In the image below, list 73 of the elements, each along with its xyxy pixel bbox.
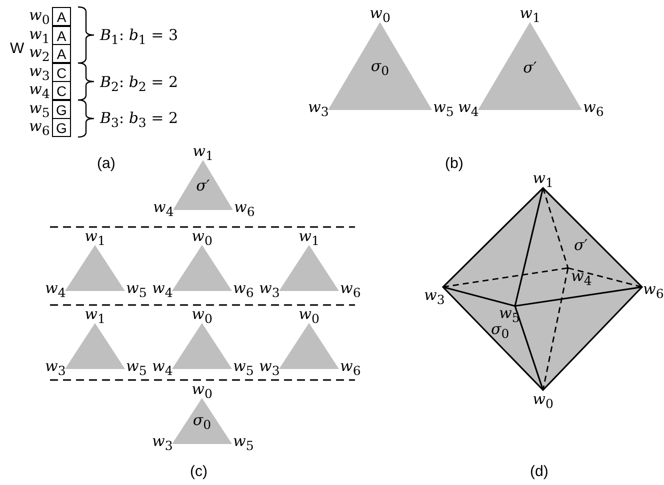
simplex-triangle: [279, 323, 339, 369]
vertex-label: w$_{4}$: [458, 100, 479, 118]
vertex-label: w$_{5}$: [433, 100, 454, 118]
vertex-label: w$_{3}$: [29, 64, 50, 82]
vertex-label: w$_{5}$: [233, 434, 254, 452]
vertex-label: w$_{5}$: [29, 101, 50, 120]
panel-caption: (a): [97, 156, 116, 171]
letter-cell: A: [52, 44, 71, 63]
vertex-label: w$_{0}$: [192, 229, 212, 248]
vertex-label: w$_{0}$: [29, 8, 50, 26]
face-label: σ′: [574, 238, 588, 253]
simplex-triangle: [173, 160, 233, 210]
vertex-label: w$_{1}$: [298, 229, 320, 248]
vertex-label: w$_{3}$: [45, 359, 66, 378]
vertex-label: w$_{0}$: [532, 392, 554, 410]
matrix-label: W: [10, 41, 24, 56]
vertex-label: w$_{1}$: [192, 144, 214, 162]
vertex-label: w$_{3}$: [308, 100, 329, 118]
simplex-triangle: [65, 245, 125, 291]
simplex-triangle: [172, 398, 232, 444]
vertex-label: w$_{6}$: [233, 281, 254, 300]
vertex-label: w$_{1}$: [84, 229, 106, 248]
vertex-label: w$_{3}$: [424, 288, 445, 306]
letter-cell: C: [52, 81, 71, 100]
vertex-label: w$_{6}$: [234, 200, 255, 218]
vertex-label: w$_{6}$: [340, 359, 361, 378]
vertex-label: w$_{0}$: [192, 307, 212, 326]
vertex-label: w$_{1}$: [520, 6, 540, 24]
vertex-label: w$_{0}$: [192, 382, 212, 400]
vertex-label: w$_{6}$: [29, 119, 50, 138]
vertex-label: w$_{1}$: [532, 171, 554, 190]
simplex-label: σ′: [196, 178, 210, 194]
vertex-label: w$_{6}$: [643, 282, 664, 300]
vertex-label: w$_{0}$: [370, 6, 390, 24]
panel-caption: (d): [530, 464, 548, 479]
simplex-label: σ′: [523, 60, 537, 76]
simplex-triangle: [478, 22, 582, 110]
vertex-label: w$_{3}$: [259, 281, 280, 300]
vertex-label: w$_{4}$: [571, 269, 592, 288]
vertex-label: w$_{5}$: [233, 359, 254, 378]
vertex-label: w$_{3}$: [259, 359, 280, 378]
vertex-label: w$_{3}$: [152, 434, 173, 452]
vertex-label: w$_{5}$: [126, 281, 147, 300]
vertex-label: w$_{1}$: [29, 27, 50, 46]
vertex-label: w$_{4}$: [153, 200, 174, 218]
letter-cell: G: [52, 118, 71, 137]
simplex-label: σ$_{0}$: [192, 412, 212, 432]
simplex-triangle: [65, 323, 125, 369]
vertex-label: w$_{2}$: [29, 45, 50, 64]
vertex-label: w$_{5}$: [126, 359, 147, 378]
block-label: B$_{3}$: b$_{3}$ = 2: [100, 111, 178, 130]
panel-caption: (c): [190, 464, 208, 479]
vertex-label: w$_{6}$: [583, 100, 604, 118]
block-label: B$_{1}$: b$_{1}$ = 3: [100, 28, 178, 46]
letter-cell: G: [52, 100, 71, 119]
simplex-triangle: [172, 323, 232, 369]
vertex-label: w$_{4}$: [152, 359, 173, 378]
simplex-triangle: [279, 245, 339, 291]
simplex-label: σ$_{0}$: [370, 58, 390, 77]
vertex-label: w$_{4}$: [152, 281, 173, 300]
vertex-label: w$_{4}$: [45, 281, 66, 300]
simplex-triangle: [328, 22, 432, 110]
vertex-label: w$_{0}$: [298, 307, 320, 326]
vertex-label: w$_{4}$: [29, 82, 50, 100]
letter-cell: A: [52, 26, 71, 45]
letter-cell: C: [52, 63, 71, 82]
letter-cell: A: [52, 7, 71, 26]
panel-caption: (b): [445, 156, 464, 171]
vertex-label: w$_{1}$: [84, 307, 106, 326]
simplex-triangle: [172, 245, 232, 291]
block-label: B$_{2}$: b$_{2}$ = 2: [100, 75, 178, 94]
vertex-label: w$_{6}$: [340, 281, 361, 300]
face-label: σ$_{0}$: [491, 322, 510, 340]
